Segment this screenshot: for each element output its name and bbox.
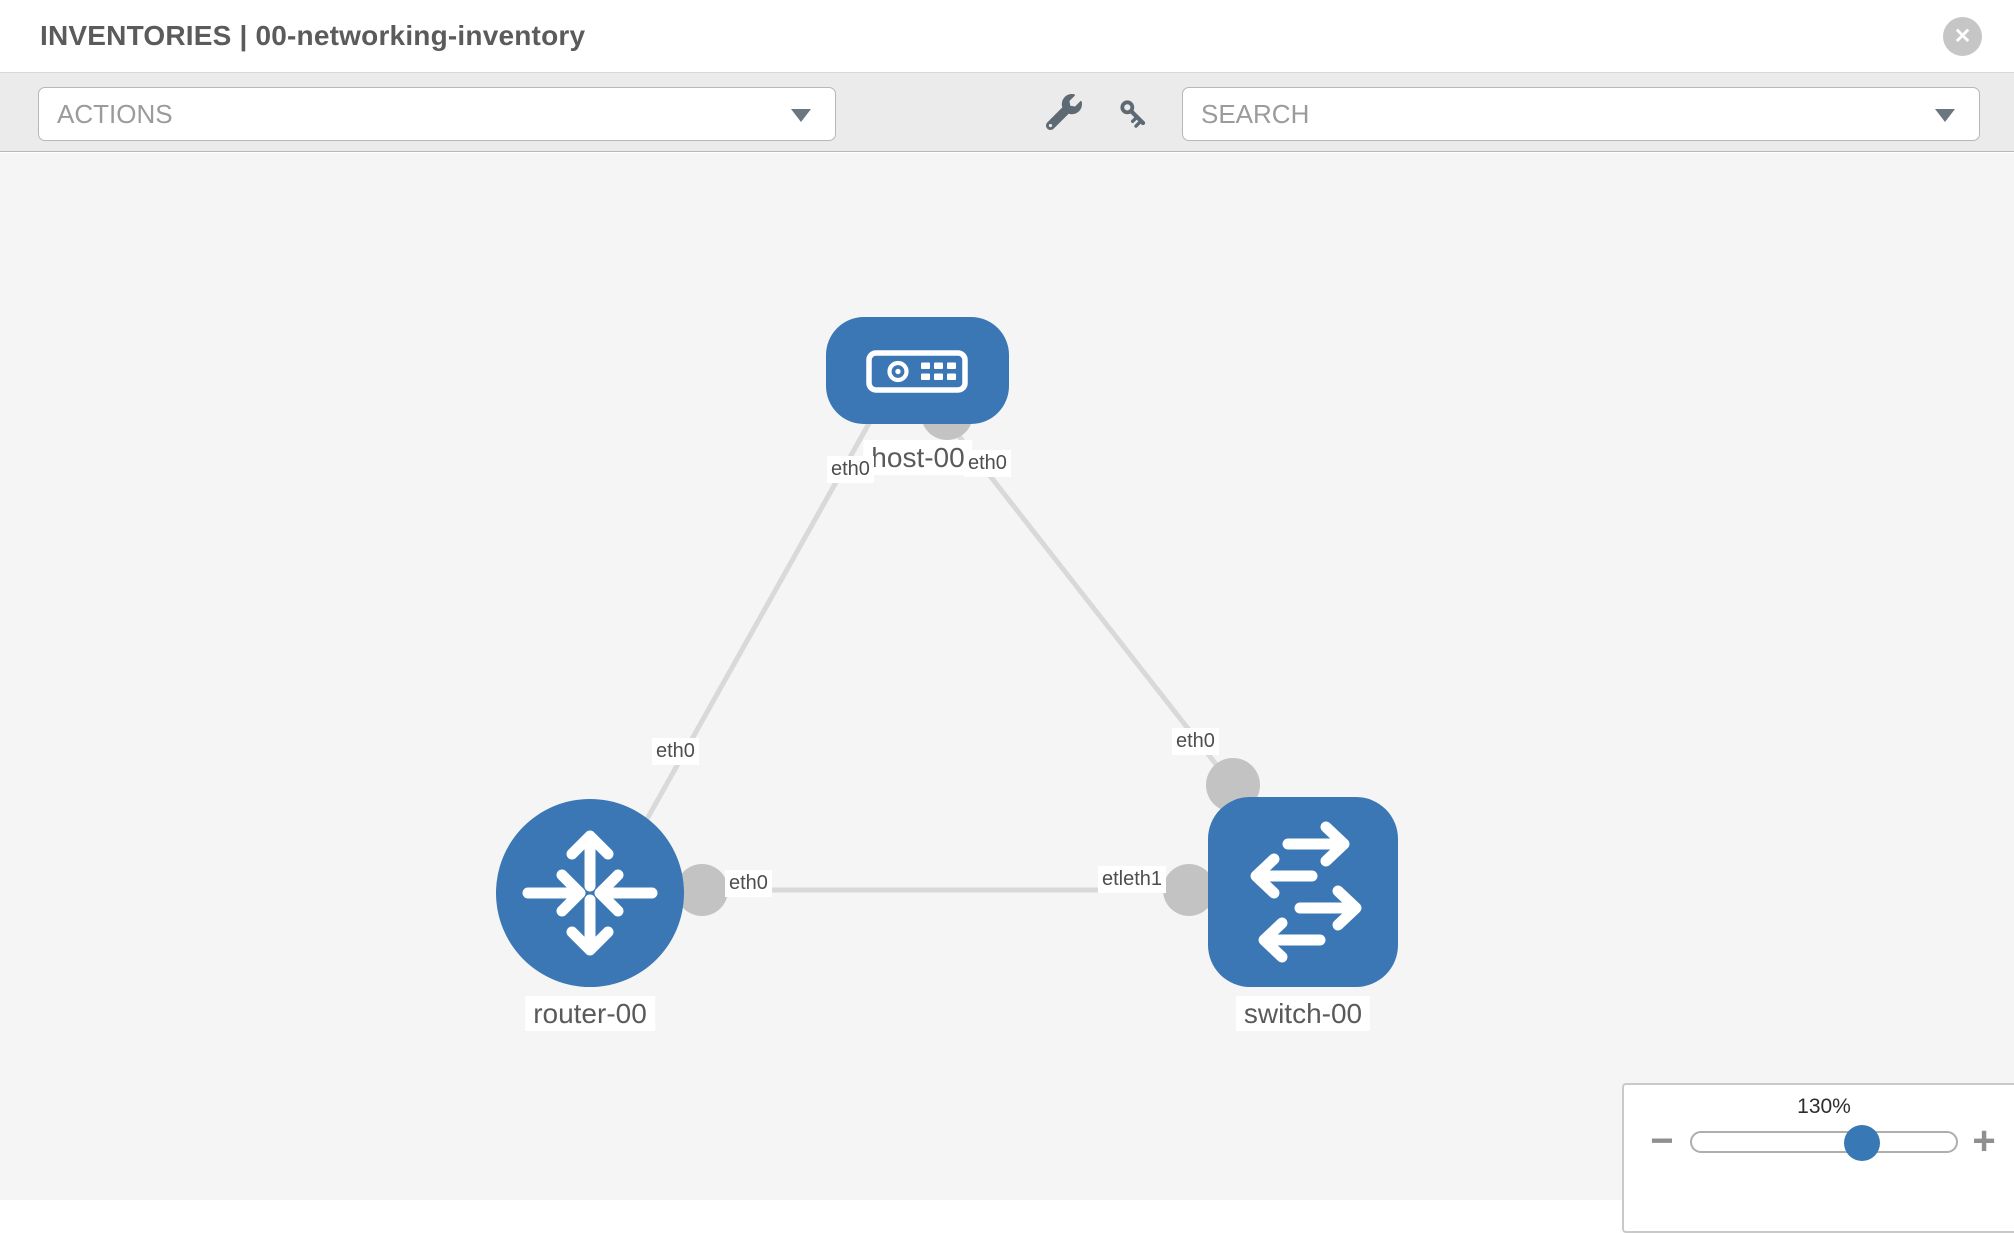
- page-title: INVENTORIES | 00-networking-inventory: [40, 20, 586, 51]
- node-label-host: host-00: [863, 440, 973, 475]
- interface-label: etleth1: [1098, 866, 1167, 893]
- interface-label: eth0: [652, 738, 699, 765]
- chevron-down-icon: [1935, 109, 1955, 122]
- actions-dropdown-label: ACTIONS: [57, 98, 173, 129]
- interface-port: [1163, 864, 1215, 916]
- switch-icon: [1250, 821, 1362, 963]
- interface-label: eth0: [964, 450, 1011, 477]
- zoom-slider-knob[interactable]: [1844, 1125, 1880, 1161]
- key-icon: [1117, 97, 1151, 134]
- link-host-router[interactable]: [625, 416, 875, 855]
- interface-label: eth0: [1172, 728, 1219, 755]
- wrench-icon: [1045, 93, 1082, 133]
- search-input[interactable]: [1183, 88, 1979, 140]
- node-label-router: router-00: [525, 996, 655, 1031]
- node-switch-00[interactable]: [1208, 797, 1398, 987]
- actions-dropdown[interactable]: ACTIONS: [38, 87, 836, 141]
- page-header: INVENTORIES | 00-networking-inventory ✕: [0, 0, 2014, 73]
- topology-canvas[interactable]: host-00 router-00 switch-00 eth0 eth0 et…: [0, 153, 2014, 1200]
- toolbar: ACTIONS: [0, 73, 2014, 152]
- zoom-in-button[interactable]: +: [1962, 1119, 2006, 1163]
- interface-port: [676, 864, 728, 916]
- search-box[interactable]: [1182, 87, 1980, 141]
- tools-button[interactable]: [1042, 91, 1086, 135]
- zoom-level: 130%: [1797, 1095, 1851, 1118]
- chevron-down-icon: [791, 109, 811, 122]
- credentials-button[interactable]: [1112, 93, 1156, 137]
- close-icon: ✕: [1953, 25, 1972, 48]
- link-host-switch[interactable]: [945, 419, 1235, 788]
- zoom-panel: 130% − +: [1622, 1083, 2014, 1233]
- host-icon: [866, 350, 968, 393]
- interface-label: eth0: [725, 870, 772, 897]
- zoom-out-button[interactable]: −: [1640, 1119, 1684, 1163]
- router-icon: [522, 830, 658, 956]
- plus-icon: +: [1972, 1119, 1996, 1163]
- zoom-slider-track[interactable]: [1690, 1131, 1958, 1153]
- node-router-00[interactable]: [496, 799, 684, 987]
- node-label-switch: switch-00: [1235, 996, 1371, 1031]
- interface-label: eth0: [827, 456, 874, 483]
- minus-icon: −: [1650, 1119, 1674, 1163]
- close-button[interactable]: ✕: [1943, 17, 1982, 56]
- node-host-00[interactable]: [826, 317, 1009, 424]
